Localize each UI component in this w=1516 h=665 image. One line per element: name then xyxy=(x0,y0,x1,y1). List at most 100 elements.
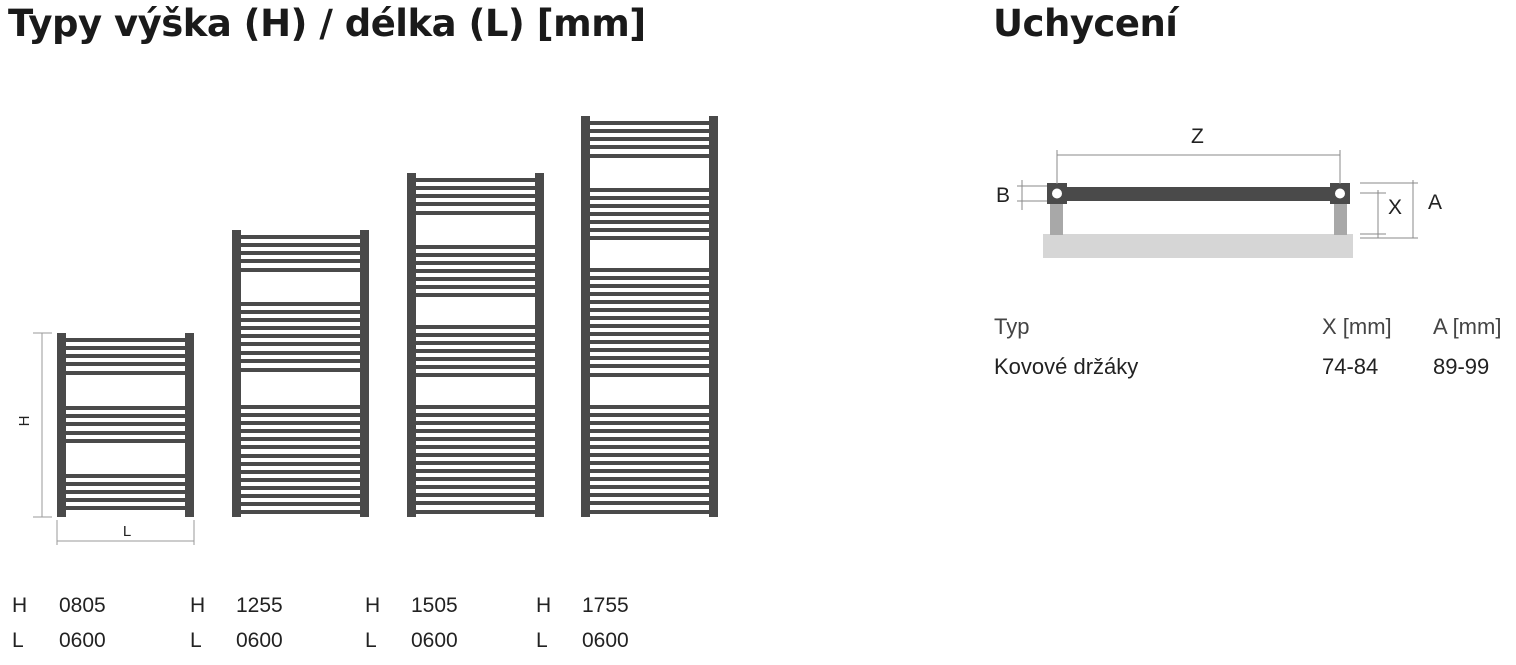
radiator-1-bar-4 xyxy=(241,268,360,272)
radiator-3-bar-3 xyxy=(590,145,709,149)
mounting-header-type: Typ xyxy=(994,314,1030,339)
radiator-3-bar-20 xyxy=(590,332,709,336)
radiator-2-bar-13 xyxy=(416,333,535,337)
radiator-2-bar-6 xyxy=(416,253,535,257)
radiator-0-bar-8 xyxy=(66,431,185,435)
radiator-3-bar-5 xyxy=(590,188,709,192)
l-dimension-label: L xyxy=(123,523,131,540)
radiator-2-bar-4 xyxy=(416,211,535,215)
radiator-0-bar-1 xyxy=(66,346,185,350)
radiator-2-bar-29 xyxy=(416,485,535,489)
type-0-h-label: H xyxy=(12,594,28,617)
radiator-3-bar-21 xyxy=(590,340,709,344)
radiator-0-bar-9 xyxy=(66,439,185,443)
type-3-h-value: 1755 xyxy=(582,594,629,617)
radiator-1-bar-0 xyxy=(241,235,360,239)
radiator-3-bar-1 xyxy=(590,129,709,133)
radiator-1-bar-3 xyxy=(241,259,360,263)
radiator-3-bar-8 xyxy=(590,212,709,216)
radiator-1-bar-13 xyxy=(241,368,360,372)
radiator-3-bar-18 xyxy=(590,316,709,320)
radiator-2-left-column xyxy=(407,173,416,517)
radiator-2-bar-28 xyxy=(416,477,535,481)
type-2-l-value: 0600 xyxy=(411,629,458,652)
radiator-2-bar-19 xyxy=(416,405,535,409)
type-1-h-value: 1255 xyxy=(236,594,283,617)
radiator-0-bar-4 xyxy=(66,371,185,375)
radiator-0-bar-0 xyxy=(66,338,185,342)
radiator-2-bar-3 xyxy=(416,202,535,206)
radiator-3-bar-12 xyxy=(590,268,709,272)
radiator-1-bar-12 xyxy=(241,359,360,363)
radiator-2-bar-25 xyxy=(416,453,535,457)
radiator-0-bar-5 xyxy=(66,406,185,410)
mounting-header-x: X [mm] xyxy=(1322,314,1392,339)
radiator-1-bar-11 xyxy=(241,351,360,355)
radiator-1 xyxy=(232,230,369,517)
radiator-3-bar-38 xyxy=(590,501,709,505)
radiator-1-bar-9 xyxy=(241,334,360,338)
radiator-1-bar-16 xyxy=(241,421,360,425)
radiator-3-bar-37 xyxy=(590,493,709,497)
radiator-0-bar-6 xyxy=(66,414,185,418)
radiator-3-bar-25 xyxy=(590,373,709,377)
radiator-1-bar-19 xyxy=(241,445,360,449)
mounting-row-type: Kovové držáky xyxy=(994,354,1139,379)
type-2-h-value: 1505 xyxy=(411,594,458,617)
radiator-2-bar-22 xyxy=(416,429,535,433)
radiator-2-bar-8 xyxy=(416,269,535,273)
radiator-2-bar-14 xyxy=(416,341,535,345)
type-3-h-label: H xyxy=(536,594,552,617)
radiator-3-bar-33 xyxy=(590,461,709,465)
radiator-2-bar-27 xyxy=(416,469,535,473)
radiator-2-bar-30 xyxy=(416,493,535,497)
radiator-2-bar-10 xyxy=(416,285,535,289)
radiator-1-bar-7 xyxy=(241,318,360,322)
radiator-0 xyxy=(57,333,194,517)
bracket-right xyxy=(1334,203,1347,235)
radiator-1-bar-8 xyxy=(241,326,360,330)
radiator-2-bar-21 xyxy=(416,421,535,425)
radiator-0-bar-10 xyxy=(66,474,185,478)
radiator-3-bar-32 xyxy=(590,453,709,457)
radiator-3-bar-28 xyxy=(590,421,709,425)
radiator-2-bar-24 xyxy=(416,445,535,449)
radiator-3-bar-6 xyxy=(590,196,709,200)
radiator-1-bar-23 xyxy=(241,478,360,482)
radiator-2-right-column xyxy=(535,173,544,517)
radiator-3-bar-35 xyxy=(590,477,709,481)
radiator-2-bar-32 xyxy=(416,510,535,514)
type-0-h-value: 0805 xyxy=(59,594,106,617)
radiator-2-bar-17 xyxy=(416,365,535,369)
radiator-3-bar-26 xyxy=(590,405,709,409)
radiator-0-bar-11 xyxy=(66,482,185,486)
radiator-3-right-column xyxy=(709,116,718,517)
h-dimension-label: H xyxy=(16,416,33,427)
radiator-3-bar-31 xyxy=(590,445,709,449)
radiator-1-bar-5 xyxy=(241,302,360,306)
type-3-l-label: L xyxy=(536,629,548,652)
l-dimension xyxy=(56,520,195,545)
b-dimension-label: B xyxy=(996,184,1011,207)
radiator-3-bar-9 xyxy=(590,220,709,224)
radiator-1-bar-27 xyxy=(241,510,360,514)
wall-block xyxy=(1043,234,1353,258)
radiator-2 xyxy=(407,173,544,517)
type-1-h-label: H xyxy=(190,594,206,617)
radiator-2-bar-7 xyxy=(416,261,535,265)
radiator-1-bar-25 xyxy=(241,494,360,498)
mounting-header-a: A [mm] xyxy=(1433,314,1502,339)
mounting-row-a: 89-99 xyxy=(1433,354,1490,379)
mounting-row-x: 74-84 xyxy=(1322,354,1379,379)
radiator-1-bar-26 xyxy=(241,502,360,506)
x-dimension-label: X xyxy=(1388,196,1403,219)
z-dimension-label: Z xyxy=(1191,125,1204,148)
radiator-1-bar-22 xyxy=(241,470,360,474)
radiator-1-bar-17 xyxy=(241,429,360,433)
radiator-2-bar-15 xyxy=(416,349,535,353)
radiator-3-bar-7 xyxy=(590,204,709,208)
type-1-l-label: L xyxy=(190,629,202,652)
radiator-2-bar-23 xyxy=(416,437,535,441)
radiator-3 xyxy=(581,116,718,517)
